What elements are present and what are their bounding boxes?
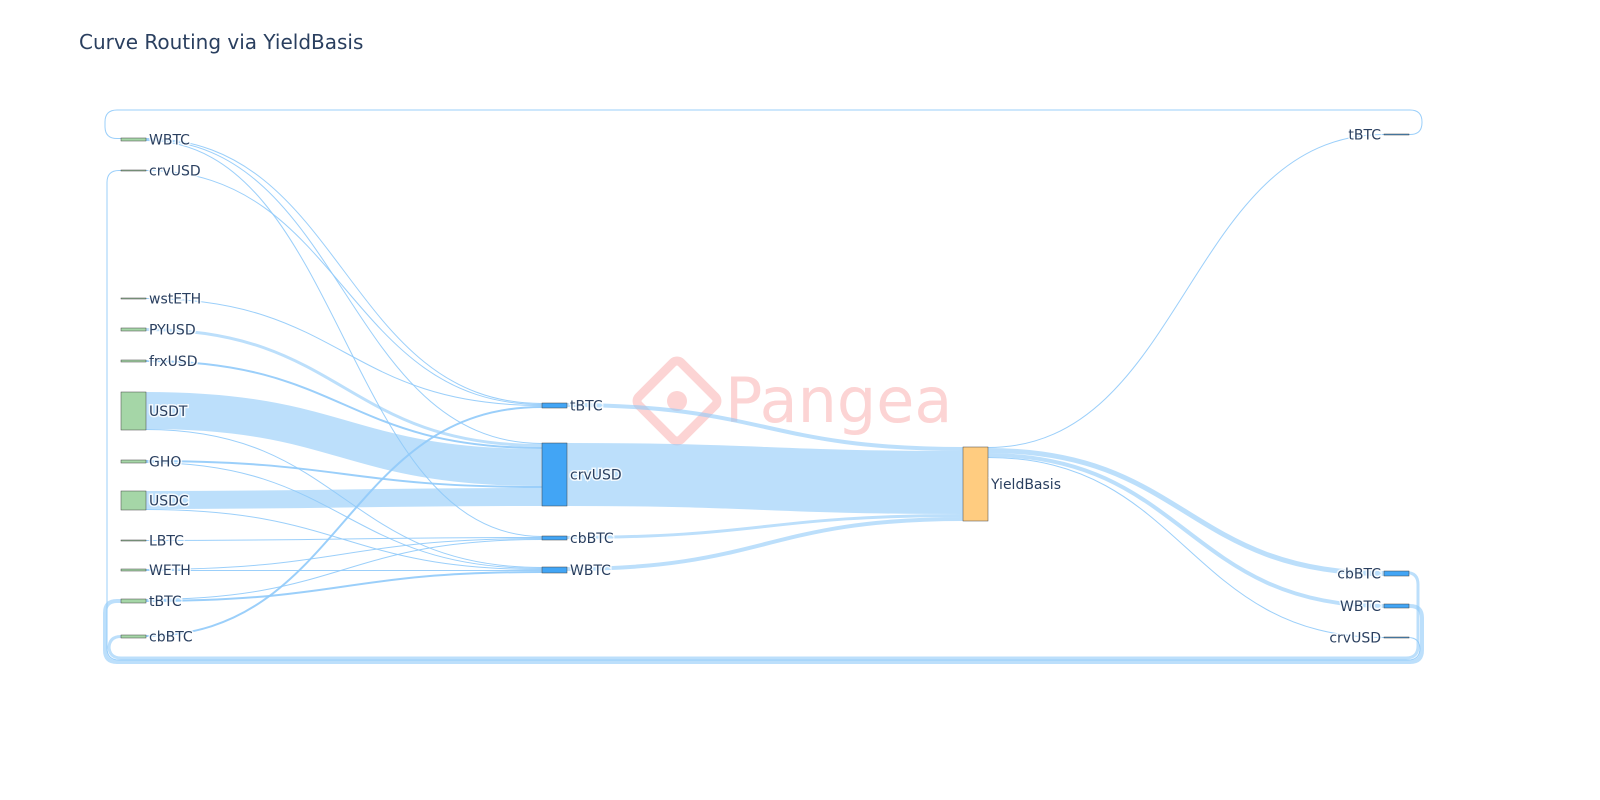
node-s-lbtc[interactable]: LBTC [120,532,186,551]
node-label: frxUSD [149,354,198,370]
node-label: crvUSD [570,468,622,484]
watermark: Pangea [632,356,952,446]
link-crvusd-to-tbtc[interactable] [145,170,543,405]
link-wbtc-to-yieldbasis[interactable] [566,517,964,571]
link-yieldbasis-to-tbtc[interactable] [987,134,1385,448]
node-label: USDT [149,404,188,420]
node-label: WBTC [570,563,611,579]
node-bar[interactable] [120,137,147,142]
node-s-pyusd[interactable]: PYUSD [120,321,197,340]
link-wbtc-to-cbbtc[interactable] [145,140,543,537]
node-s-wbtc[interactable]: WBTC [120,131,192,150]
link-pyusd-to-crvusd[interactable] [145,328,543,447]
link-usdt-to-crvusd[interactable] [145,392,543,486]
node-bar[interactable] [120,568,147,572]
chart-title: Curve Routing via YieldBasis [79,30,364,54]
node-label: LBTC [149,534,184,550]
link-weth-to-cbbtc[interactable] [145,538,543,570]
link-usdc-to-crvusd[interactable] [145,488,543,509]
link-wbtc-to-tbtc[interactable] [145,138,543,404]
link-cbbtc-to-yieldbasis[interactable] [566,514,964,539]
node-s-crvusd[interactable]: crvUSD [120,162,202,181]
link-cbbtc-to-tbtc[interactable] [145,406,543,637]
node-bar[interactable] [120,359,147,363]
node-s-weth[interactable]: WETH [120,562,192,581]
pangea-logo-icon [632,356,722,446]
link-tbtc-to-yieldbasis[interactable] [566,403,964,451]
node-label: cbBTC [1337,567,1381,583]
link-yieldbasis-to-cbbtc[interactable] [987,448,1385,576]
node-bar[interactable] [120,598,147,604]
node-label: YieldBasis [990,477,1061,493]
node-bar[interactable] [1383,570,1410,577]
link-frxusd-to-crvusd[interactable] [145,360,543,449]
node-bar[interactable] [120,490,147,511]
node-s-tbtc[interactable]: tBTC [120,593,183,612]
link-lbtc-to-cbbtc[interactable] [145,537,543,541]
node-s-gho[interactable]: GHO [120,453,183,472]
node-bar[interactable] [120,459,147,464]
node-label: crvUSD [1329,631,1381,647]
node-label: WETH [149,563,191,579]
node-label: tBTC [149,594,182,610]
node-s-usdc[interactable]: USDC [120,490,190,511]
node-bar[interactable] [541,535,568,541]
link-wsteth-to-tbtc[interactable] [145,298,543,406]
link-yieldbasis-to-crvusd[interactable] [987,457,1385,638]
node-o-crvusd[interactable]: crvUSD [1328,629,1410,648]
link-yieldbasis-to-wbtc[interactable] [987,453,1385,608]
node-label: cbBTC [149,630,193,646]
node-yb[interactable]: YieldBasis [962,446,1063,522]
link-wbtc-to-tbtc[interactable] [103,599,1424,664]
node-bar[interactable] [962,446,989,522]
node-m-wbtc[interactable]: WBTC [541,562,613,581]
node-s-frxusd[interactable]: frxUSD [120,353,199,372]
node-label: WBTC [149,133,190,149]
node-label: crvUSD [149,164,201,180]
node-s-wsteth[interactable]: wstETH [120,290,203,309]
node-label: tBTC [1348,128,1381,144]
node-bar[interactable] [541,442,568,507]
node-s-cbbtc[interactable]: cbBTC [120,628,194,647]
link-gho-to-crvusd[interactable] [145,460,543,488]
node-bar[interactable] [120,539,147,542]
node-bar[interactable] [120,297,147,300]
node-m-crvusd[interactable]: crvUSD [541,442,623,507]
node-label: USDC [149,494,189,510]
link-tbtc-to-cbbtc[interactable] [145,539,543,600]
node-bar[interactable] [120,391,147,431]
node-label: cbBTC [570,531,614,547]
node-o-tbtc[interactable]: tBTC [1347,126,1410,145]
link-wbtc-to-crvusd[interactable] [145,139,543,444]
node-bar[interactable] [120,169,147,172]
node-m-cbbtc[interactable]: cbBTC [541,530,615,549]
node-label: GHO [149,455,181,471]
node-label: WBTC [1340,599,1381,615]
link-cbbtc-to-cbbtc[interactable] [107,571,1420,660]
node-m-tbtc[interactable]: tBTC [541,397,604,416]
node-bar[interactable] [541,566,568,574]
node-bar[interactable] [541,402,568,409]
node-label: wstETH [149,292,201,308]
node-s-usdt[interactable]: USDT [120,391,189,431]
node-o-cbbtc[interactable]: cbBTC [1336,565,1410,584]
node-bar[interactable] [120,634,147,639]
node-bar[interactable] [1383,636,1410,639]
node-bar[interactable] [120,327,147,332]
node-label: PYUSD [149,323,196,339]
node-o-wbtc[interactable]: WBTC [1339,598,1410,617]
link-crvusd-to-yieldbasis[interactable] [566,443,964,514]
node-label: tBTC [570,399,603,415]
link-tbtc-to-wbtc[interactable] [104,109,1423,139]
node-bar[interactable] [1383,603,1410,609]
link-tbtc-to-wbtc[interactable] [145,571,543,602]
link-gho-to-wbtc[interactable] [145,462,543,569]
node-bar[interactable] [1383,133,1410,136]
